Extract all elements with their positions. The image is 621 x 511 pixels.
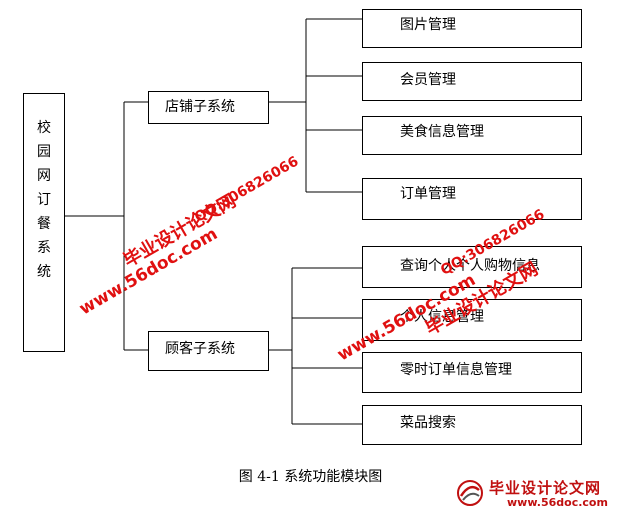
customer-module-node: 个人信息管理	[362, 299, 582, 341]
root-char: 网	[37, 168, 51, 184]
root-char: 园	[37, 144, 51, 160]
root-char: 订	[37, 192, 51, 208]
shop-module-node: 图片管理	[362, 9, 582, 48]
module-label: 零时订单信息管理	[400, 362, 512, 378]
root-char: 校	[37, 120, 51, 136]
root-char: 餐	[37, 216, 51, 232]
module-label: 个人信息管理	[400, 309, 484, 325]
root-char: 统	[37, 264, 51, 280]
customer-module-node: 菜品搜索	[362, 405, 582, 445]
root-label: 校 园 网 订 餐 系 统	[24, 116, 64, 284]
customer-subsystem-label: 顾客子系统	[165, 341, 235, 357]
module-label: 美食信息管理	[400, 124, 484, 140]
shop-module-node: 订单管理	[362, 178, 582, 220]
module-label: 会员管理	[400, 72, 456, 88]
customer-module-node: 查询个人个人购物信息	[362, 246, 582, 288]
root-char: 系	[37, 240, 51, 256]
module-label: 菜品搜索	[400, 415, 456, 431]
shop-subsystem-label: 店铺子系统	[165, 99, 235, 115]
root-node: 校 园 网 订 餐 系 统	[23, 93, 65, 352]
module-label: 订单管理	[400, 186, 456, 202]
module-label: 查询个人个人购物信息	[400, 258, 540, 274]
logo-url: www.56doc.com	[507, 496, 608, 509]
module-label: 图片管理	[400, 17, 456, 33]
logo-name: 毕业设计论文网	[489, 479, 602, 497]
site-logo: 毕业设计论文网 www.56doc.com	[455, 474, 621, 511]
customer-module-node: 零时订单信息管理	[362, 352, 582, 393]
shop-module-node: 美食信息管理	[362, 116, 582, 155]
shop-subsystem-node: 店铺子系统	[148, 91, 269, 124]
logo-mark-icon	[457, 480, 483, 506]
shop-module-node: 会员管理	[362, 62, 582, 101]
figure-caption: 图 4-1 系统功能模块图	[238, 469, 383, 485]
customer-subsystem-node: 顾客子系统	[148, 331, 269, 371]
